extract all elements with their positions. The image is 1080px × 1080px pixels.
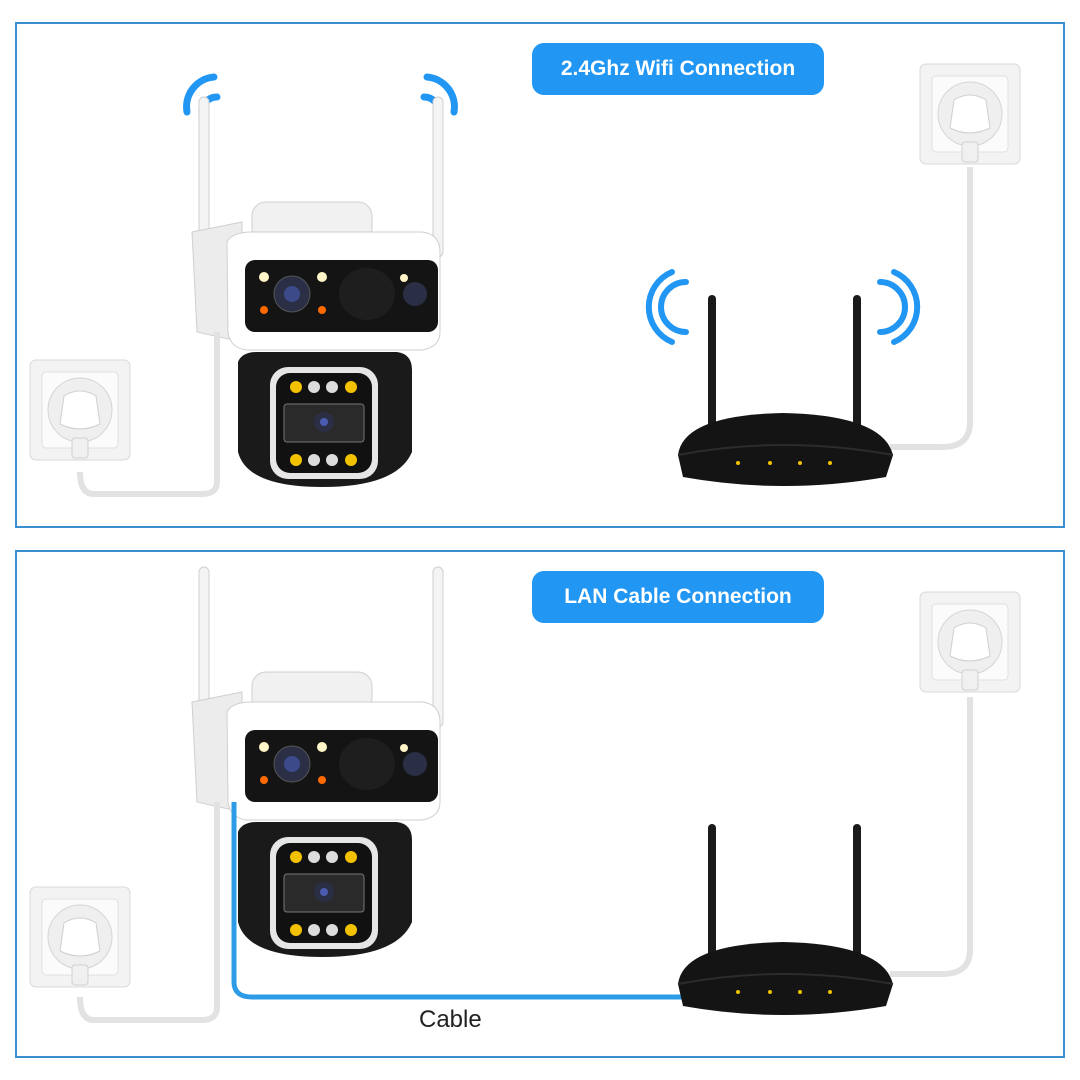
- camera-wifi-signal-icon: [183, 73, 458, 118]
- router-power-cable: [890, 697, 973, 977]
- camera-power-cable: [77, 332, 220, 497]
- lan-diagram: [29, 566, 1021, 1023]
- wall-socket-right-icon: [919, 591, 1021, 693]
- wifi-diagram: [29, 63, 1021, 497]
- wall-socket-left-icon: [29, 359, 131, 461]
- lan-cable: [231, 802, 692, 1000]
- router-power-cable: [890, 167, 973, 450]
- wifi-connection-title: 2.4Ghz Wifi Connection: [532, 43, 824, 95]
- wall-socket-right-icon: [919, 63, 1021, 165]
- camera-power-cable: [77, 802, 220, 1023]
- wifi-connection-panel: 2.4Ghz Wifi Connection: [15, 22, 1065, 528]
- router-wifi-signal-icon: [649, 272, 917, 342]
- lan-connection-panel: LAN Cable Connection Cable: [15, 550, 1065, 1058]
- dual-lens-camera-icon: [191, 96, 444, 488]
- dual-lens-camera-icon: [191, 566, 444, 958]
- router-icon: [677, 294, 894, 487]
- cable-label: Cable: [419, 1006, 482, 1033]
- wall-socket-left-icon: [29, 886, 131, 988]
- router-icon: [677, 823, 894, 1016]
- lan-connection-title: LAN Cable Connection: [532, 571, 824, 623]
